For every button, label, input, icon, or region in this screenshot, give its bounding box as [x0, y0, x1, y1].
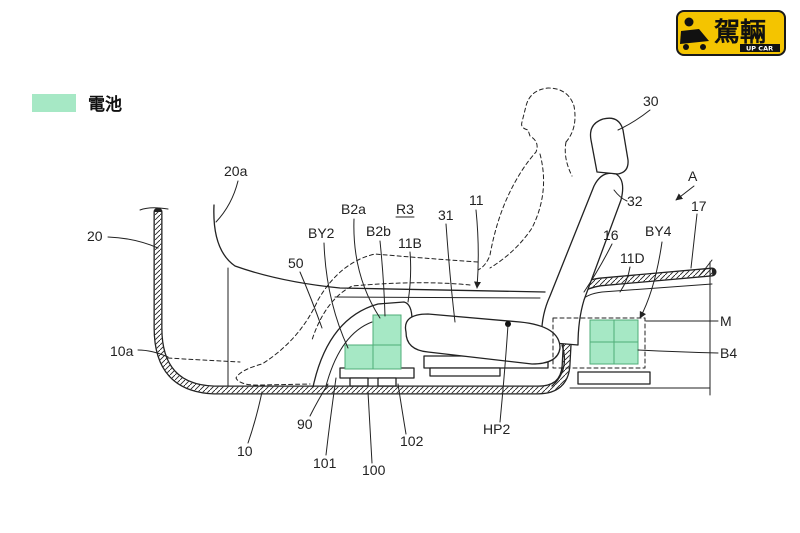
rear-floor-carpet — [579, 283, 713, 303]
leader-HP2 — [499, 324, 509, 423]
car-person-icon — [680, 17, 709, 50]
leader-A — [675, 185, 695, 201]
callout-17: 17 — [691, 198, 707, 214]
module-outline — [552, 317, 646, 369]
legend-label: 電池 — [88, 94, 122, 115]
callout-10: 10 — [237, 443, 253, 459]
battery-foot-right — [377, 377, 397, 387]
callout-B2a: B2a — [341, 201, 366, 217]
seat-back — [541, 172, 624, 346]
callout-11: 11 — [469, 192, 484, 208]
callout-R3: R3 — [396, 201, 414, 217]
callout-BY2: BY2 — [308, 225, 335, 241]
callout-20a: 20a — [224, 163, 248, 179]
callout-20: 20 — [87, 228, 103, 244]
hip-point-marker — [505, 321, 511, 327]
legend: 電池 — [32, 94, 122, 115]
seat-cushion — [404, 313, 561, 365]
dash-panel-line — [213, 204, 546, 293]
leader-BY4 — [639, 241, 663, 319]
callout-31: 31 — [438, 207, 454, 223]
callout-16: 16 — [603, 227, 619, 243]
callout-32: 32 — [627, 193, 643, 209]
leader-lines — [107, 109, 719, 464]
leader-20 — [107, 236, 159, 249]
leader-102 — [397, 383, 407, 435]
tunnel-arch — [312, 301, 413, 388]
battery-group-by4 — [552, 317, 651, 385]
callout-50: 50 — [288, 255, 304, 271]
brand-logo: 駕輛 UP CAR — [676, 10, 786, 56]
logo-tagline-bar — [740, 44, 780, 52]
callout-BY4: BY4 — [645, 223, 672, 239]
callout-101: 101 — [313, 455, 337, 471]
logo-tagline: UP CAR — [746, 45, 773, 53]
leader-10 — [247, 391, 263, 444]
leader-30 — [617, 109, 651, 131]
battery-cell-lower-right — [372, 344, 402, 370]
leader-11B — [407, 251, 412, 303]
rear-battery-dividers — [590, 320, 638, 364]
callout-90: 90 — [297, 416, 313, 432]
leader-B2b — [379, 240, 386, 317]
leader-10a — [137, 349, 169, 358]
leader-B2a — [353, 218, 381, 319]
leader-11 — [474, 209, 481, 289]
callout-102: 102 — [400, 433, 424, 449]
leader-16 — [583, 243, 613, 293]
rear-battery-base — [577, 371, 651, 385]
leader-17 — [690, 213, 698, 269]
leader-BY2 — [323, 242, 349, 349]
callout-11B: 11B — [398, 235, 422, 251]
callout-labels: 30 A 20a 11 32 17 20 B2a R3 31 BY2 B2b 1… — [87, 93, 737, 478]
battery-cell-lower-left — [344, 344, 374, 370]
leader-50 — [299, 271, 323, 329]
leader-B4 — [637, 349, 719, 354]
battery-foot-left — [349, 377, 369, 387]
callout-B2b: B2b — [366, 223, 391, 239]
leader-31 — [445, 223, 456, 323]
leader-32 — [613, 189, 628, 202]
callout-B4: B4 — [720, 345, 737, 361]
logo-name: 駕輛 — [714, 18, 766, 48]
callout-A: A — [688, 168, 698, 184]
callout-11D: 11D — [620, 250, 645, 266]
callout-30: 30 — [643, 93, 659, 109]
legend-swatch — [32, 94, 76, 112]
battery-group-by2 — [339, 314, 415, 387]
cover-arch — [325, 321, 373, 387]
seat-rear-bracket — [551, 344, 566, 387]
wall-top-edge — [139, 207, 169, 211]
callout-M: M — [720, 313, 732, 329]
seat-rail — [429, 367, 501, 377]
callout-100: 100 — [362, 462, 386, 478]
battery-cell-upper — [372, 314, 402, 346]
leader-90 — [309, 383, 329, 417]
leader-101 — [325, 377, 337, 456]
leader-100 — [367, 391, 373, 464]
seat — [404, 117, 629, 387]
floor-line-lower — [334, 296, 541, 299]
leader-11D — [619, 266, 631, 293]
callout-10a: 10a — [110, 343, 134, 359]
callout-HP2: HP2 — [483, 421, 510, 437]
occupant-outline — [167, 87, 576, 386]
leader-20a — [215, 180, 239, 223]
rear-panel-line — [699, 259, 713, 276]
headrest — [589, 117, 629, 175]
